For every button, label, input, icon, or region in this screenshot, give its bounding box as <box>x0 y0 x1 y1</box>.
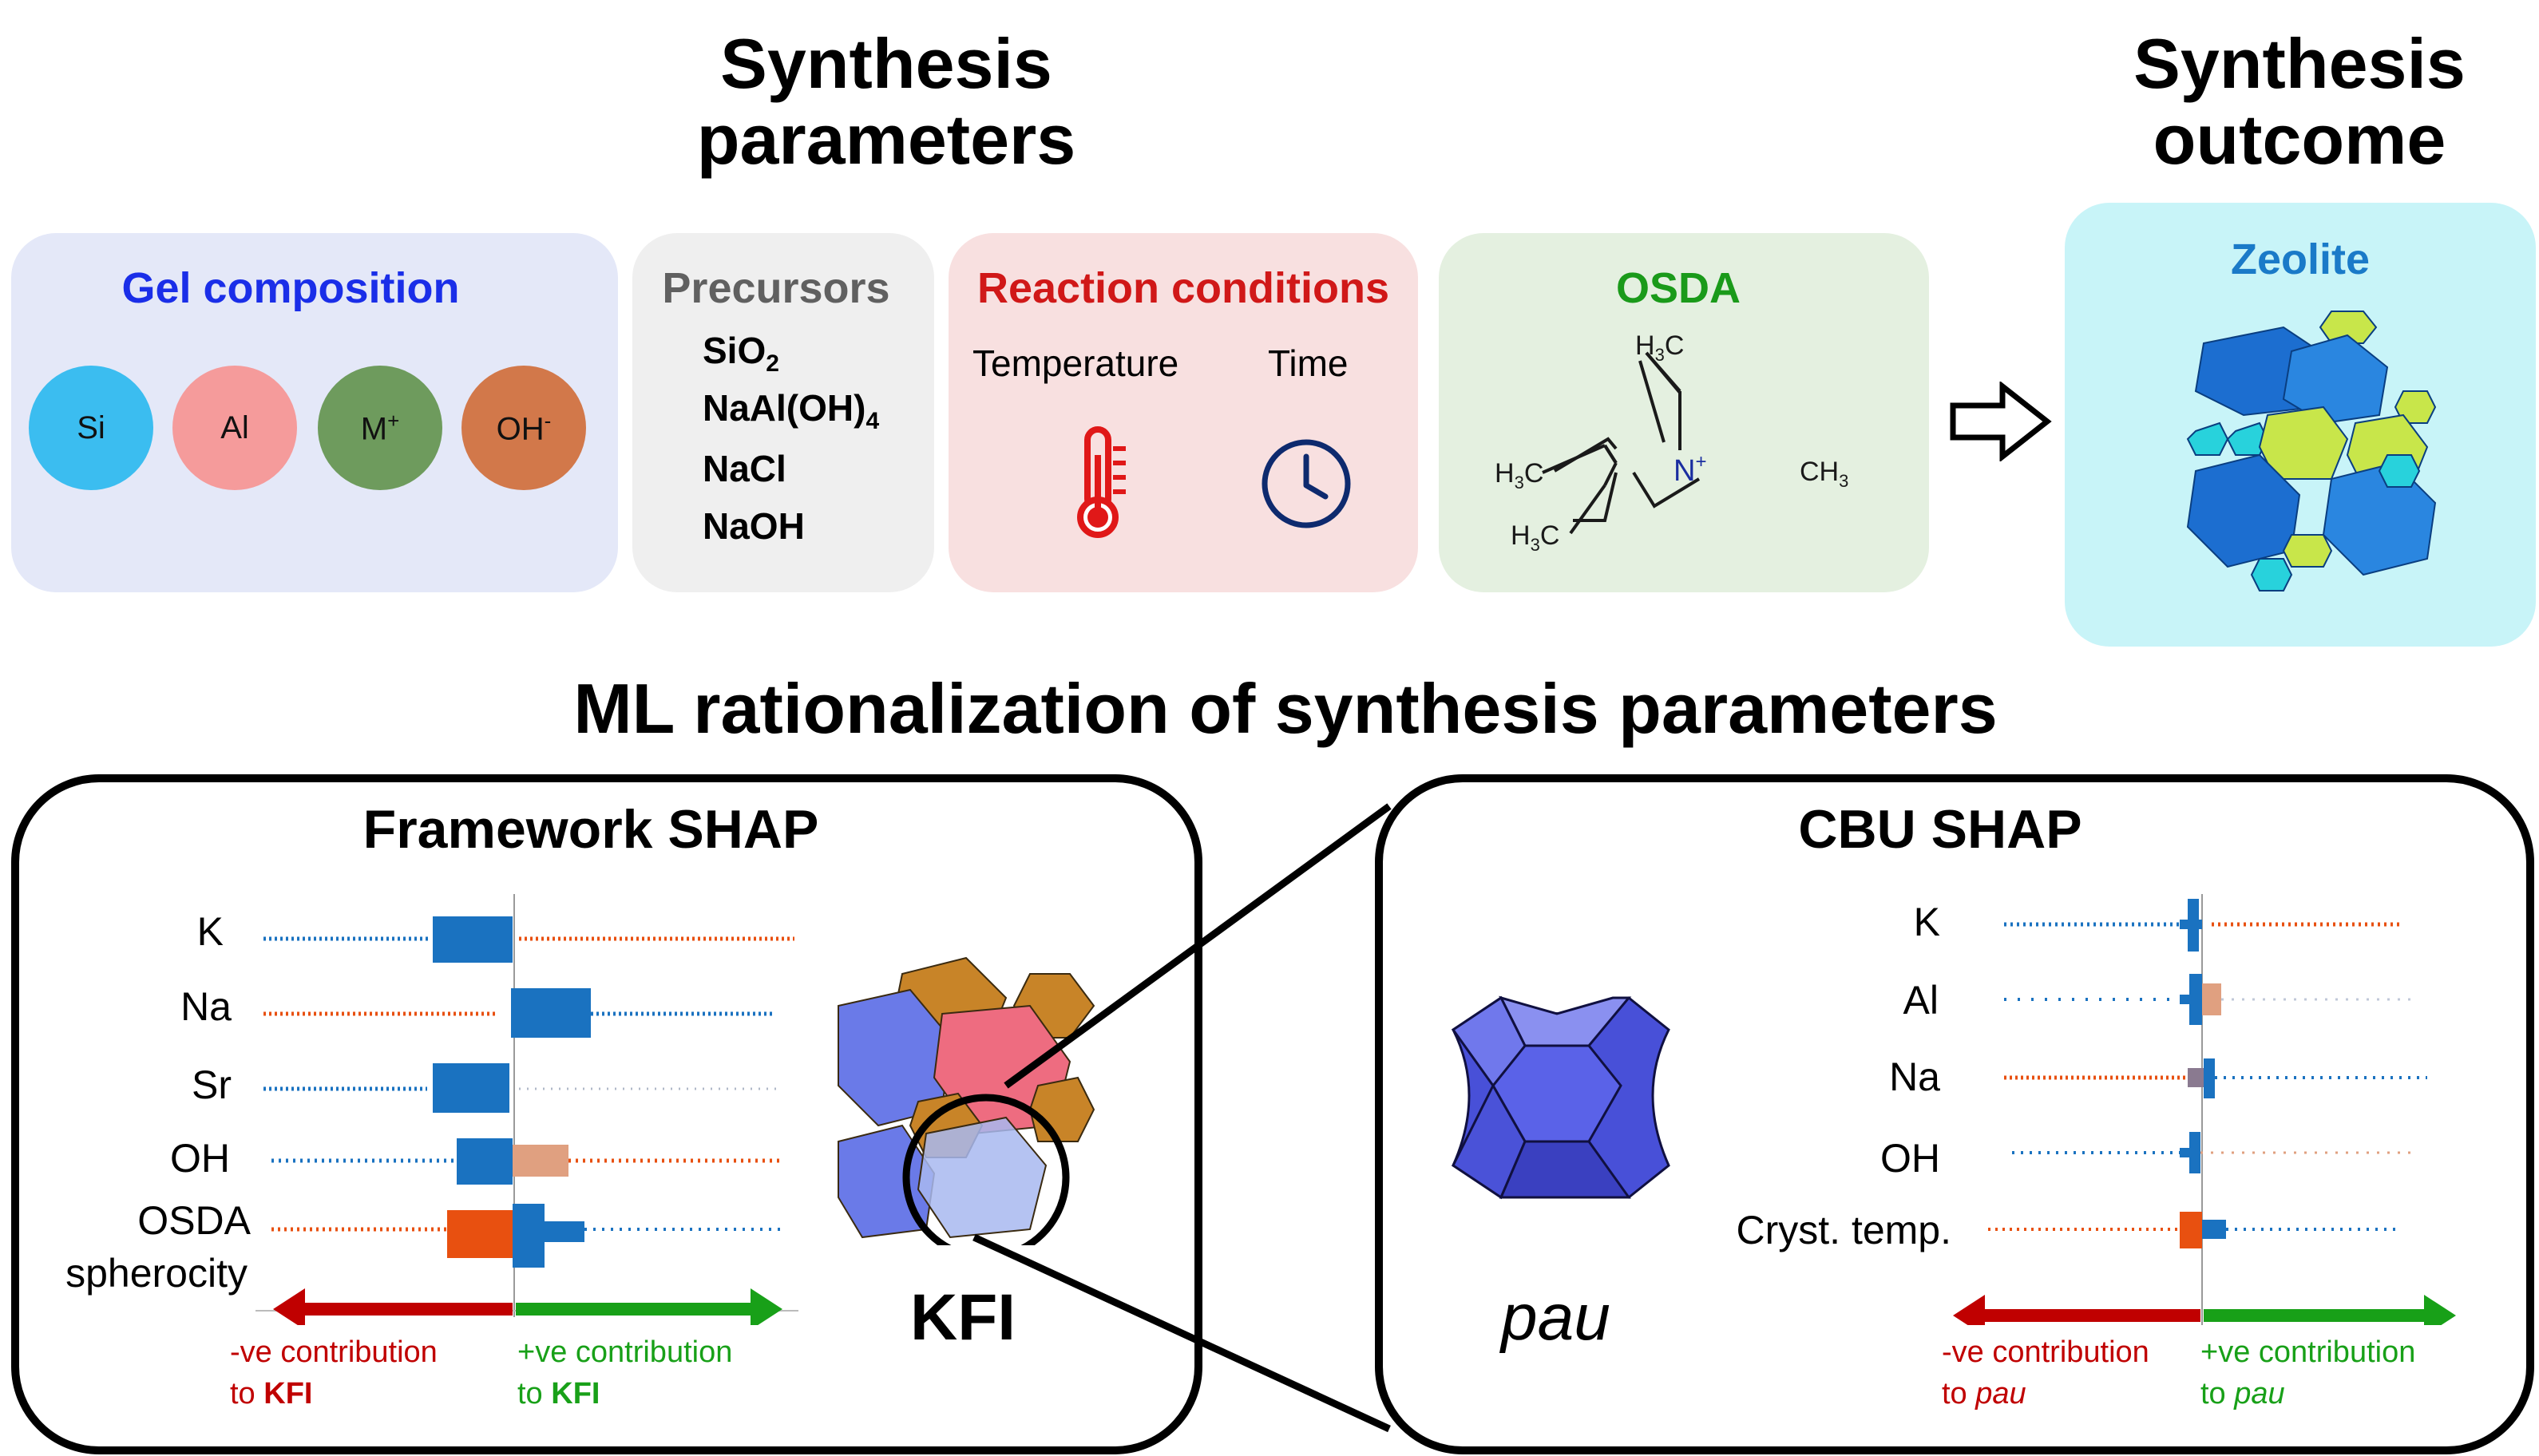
m-plus-circle: M+ <box>318 366 442 490</box>
shap-row-k <box>263 916 794 963</box>
cbu-negative-contribution: -ve contribution to pau <box>1942 1331 2149 1415</box>
cbu-shap-row-cryst-temp <box>1988 1212 2395 1248</box>
negative-label: -ve contribution <box>230 1335 438 1369</box>
cbu-feature-label-na: Na <box>1889 1054 1940 1099</box>
al-label: Al <box>220 410 249 445</box>
pau-cage-image <box>1451 995 1670 1200</box>
feature-label-spherocity: spherocity <box>65 1251 248 1296</box>
al-circle: Al <box>172 366 297 490</box>
gel-composition-title: Gel composition <box>121 264 460 312</box>
precursor-nacl: NaCl <box>703 448 786 489</box>
si-label: Si <box>77 410 105 445</box>
framework-negative-contribution: -ve contribution to KFI <box>230 1331 438 1415</box>
ml-rationalization-heading: ML rationalization of synthesis paramete… <box>573 669 1998 748</box>
cbu-shap-title: CBU SHAP <box>1798 799 2082 860</box>
precursor-naaloh4: NaAl(OH)4 <box>703 387 880 435</box>
oh-minus-circle: OH- <box>461 366 586 490</box>
heading-line: Synthesis <box>2133 24 2466 103</box>
zeolite-structure-image <box>2186 311 2437 592</box>
temperature-label: Temperature <box>972 342 1179 384</box>
nitrogen-atom: N+ <box>1674 451 1706 488</box>
negative-target: to pau <box>1942 1377 2026 1411</box>
feature-label-k: K <box>196 909 224 954</box>
clock-icon <box>1262 439 1351 528</box>
zoom-connector-lines <box>972 803 1392 1433</box>
reaction-conditions-title: Reaction conditions <box>976 264 1390 312</box>
shap-row-osda-spherocity <box>271 1204 782 1268</box>
feature-label-sr: Sr <box>192 1062 232 1107</box>
process-arrow-icon <box>1950 382 2052 461</box>
cbu-shap-beeswarm <box>1953 894 2456 1325</box>
kfi-framework-image <box>838 956 1095 1245</box>
precursors-title: Precursors <box>662 264 890 312</box>
cbu-feature-label-oh: OH <box>1880 1136 1940 1181</box>
heading-line: parameters <box>696 100 1076 180</box>
cbu-positive-contribution: +ve contribution to pau <box>2200 1331 2415 1415</box>
shap-row-na <box>263 988 774 1038</box>
shap-row-oh <box>271 1138 782 1185</box>
ch3-left: H3C <box>1495 458 1543 493</box>
osda-title: OSDA <box>1615 264 1741 312</box>
osda-panel <box>1439 233 1929 592</box>
feature-label-osda: OSDA <box>137 1198 251 1243</box>
reaction-conditions-panel <box>949 233 1418 592</box>
zeolite-title: Zeolite <box>2230 235 2371 283</box>
positive-label: +ve contribution <box>517 1335 733 1369</box>
kfi-label: KFI <box>910 1281 1016 1354</box>
heading-line: Synthesis <box>720 24 1052 103</box>
precursor-naoh: NaOH <box>703 505 805 547</box>
framework-shap-title: Framework SHAP <box>362 799 819 860</box>
ch3-right: CH3 <box>1800 457 1848 491</box>
framework-positive-contribution: +ve contribution to KFI <box>517 1331 732 1415</box>
ch3-top: H3C <box>1635 330 1684 365</box>
cbu-shap-row-al <box>2004 974 2411 1025</box>
synthesis-parameters-heading: Synthesis parameters <box>639 26 1134 177</box>
oh-label: OH- <box>496 408 552 447</box>
feature-label-oh: OH <box>170 1136 230 1181</box>
ch3-bottom: H3C <box>1511 520 1559 555</box>
pau-label: pau <box>1501 1281 1610 1354</box>
framework-shap-beeswarm <box>255 894 798 1325</box>
cbu-shap-row-na <box>2004 1058 2427 1098</box>
si-circle: Si <box>29 366 153 490</box>
cbu-shap-row-oh <box>2012 1132 2411 1173</box>
heading-line: outcome <box>2153 100 2446 180</box>
precursors-panel <box>632 233 934 592</box>
thermometer-icon <box>1077 426 1126 538</box>
precursor-sio2: SiO2 <box>703 330 779 378</box>
cbu-feature-label-al: Al <box>1903 978 1939 1023</box>
synthesis-outcome-heading: Synthesis outcome <box>2060 26 2539 177</box>
time-label: Time <box>1268 342 1349 384</box>
positive-target: to KFI <box>517 1377 600 1411</box>
negative-label: -ve contribution <box>1942 1335 2149 1369</box>
negative-target: to KFI <box>230 1377 313 1411</box>
positive-label: +ve contribution <box>2200 1335 2416 1369</box>
shap-row-sr <box>263 1063 782 1113</box>
cbu-feature-label-cryst-temp: Cryst. temp. <box>1736 1208 1951 1252</box>
m-label: M+ <box>360 408 400 447</box>
feature-label-na: Na <box>180 984 232 1029</box>
tea-molecule-diagram: H3C H3C H3C CH3 N+ <box>1495 330 1848 555</box>
cbu-shap-row-k <box>2004 899 2403 952</box>
cbu-feature-label-k: K <box>1913 900 1940 944</box>
positive-target: to pau <box>2200 1377 2285 1411</box>
